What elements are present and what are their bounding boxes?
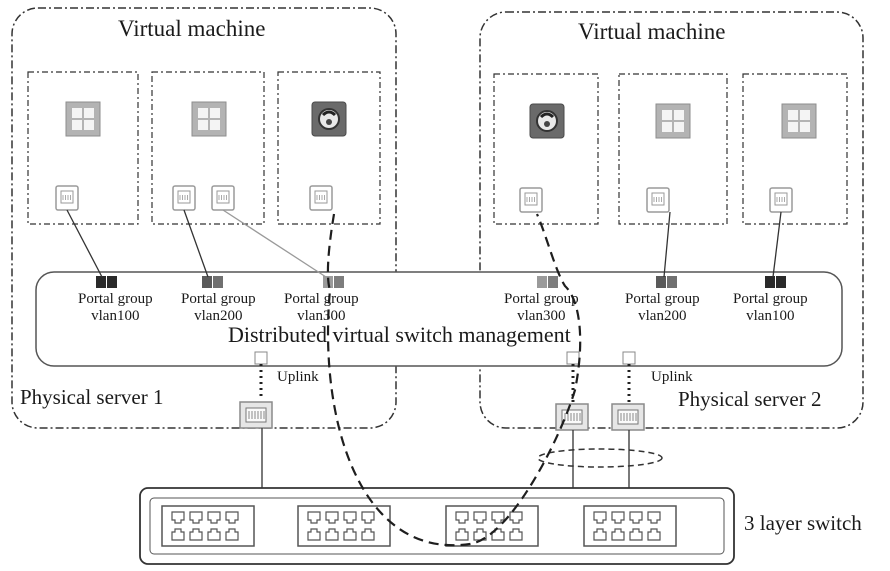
portal-group-label: Portal group vlan100 (733, 291, 808, 324)
vnic-icon (211, 185, 235, 211)
windows-icon (655, 103, 691, 139)
vlan300-traffic-path (326, 213, 582, 547)
portal-group-label: Portal group vlan300 (504, 291, 579, 324)
portal-group-label: Portal group vlan200 (181, 291, 256, 324)
vnic-icon (646, 187, 670, 213)
vm-box-1 (27, 71, 139, 225)
switch-port-block (297, 505, 391, 547)
switch-port-block (161, 505, 255, 547)
distributed-virtual-switch-box (35, 271, 843, 367)
vnic-icon (519, 187, 543, 213)
vm-box-4 (493, 73, 599, 225)
physical-nic-icon (611, 403, 645, 431)
switch-port-block (445, 505, 539, 547)
layer-3-switch-label: 3 layer switch (744, 511, 862, 535)
uplink-label: Uplink (277, 369, 319, 385)
portal-group-label: Portal group vlan300 (284, 291, 359, 324)
physical-server-2-box (479, 11, 864, 429)
vm-box-3 (277, 71, 381, 225)
portal-group-label: Portal group vlan200 (625, 291, 700, 324)
vm-box-5 (618, 73, 728, 225)
physical-server-2-label: Physical server 2 (678, 387, 822, 411)
vnic-icon (309, 185, 333, 211)
vnic-icon (769, 187, 793, 213)
physical-server-1-label: Physical server 1 (20, 385, 164, 409)
portal-group-label: Portal group vlan100 (78, 291, 153, 324)
physical-nic-icon (239, 401, 273, 429)
linux-icon (310, 100, 348, 138)
windows-icon (191, 101, 227, 137)
vm-group-title-2: Virtual machine (578, 19, 726, 44)
link-aggregation-ellipse (537, 448, 663, 468)
vm-box-2 (151, 71, 265, 225)
vm-group-title-1: Virtual machine (118, 16, 266, 41)
vm-box-6 (742, 73, 848, 225)
uplink-port-icon (622, 351, 636, 365)
dvs-title: Distributed virtual switch management (228, 322, 571, 347)
uplink-label: Uplink (651, 369, 693, 385)
linux-icon (528, 102, 566, 140)
switch-port-block (583, 505, 677, 547)
windows-icon (65, 101, 101, 137)
uplink-port-icon (566, 351, 580, 365)
physical-server-1-box (11, 7, 397, 429)
vnic-icon (172, 185, 196, 211)
vnic-icon (55, 185, 79, 211)
windows-icon (781, 103, 817, 139)
uplink-port-icon (254, 351, 268, 365)
